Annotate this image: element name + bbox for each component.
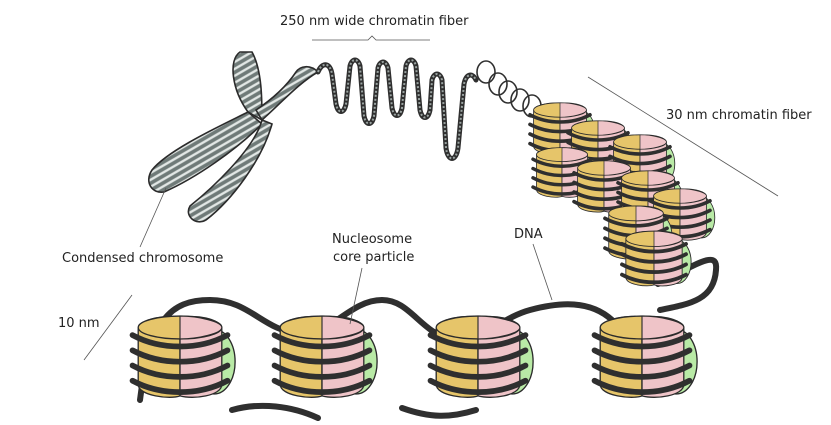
fiber-loop <box>510 88 530 112</box>
nucleosome <box>620 230 692 287</box>
histone-top-face-pink <box>641 315 685 340</box>
dna-wrap <box>427 377 529 395</box>
dna-wrap <box>566 130 630 142</box>
dna-wrap <box>603 216 669 228</box>
dna-wrap <box>531 157 593 168</box>
dna-wrap <box>528 112 592 124</box>
dna-wrap <box>648 198 712 210</box>
fiber-250nm-coil <box>315 57 479 161</box>
fiber-loop <box>476 60 496 84</box>
label-nucleosome-line1: Nucleosome <box>332 232 412 247</box>
dna-wrap <box>591 347 693 365</box>
dna-wrap <box>129 347 231 365</box>
nucleosome <box>129 315 236 398</box>
histone-top-face-pink <box>639 134 667 150</box>
histone-top-face-pink <box>603 160 631 176</box>
histone-top-face-pink <box>179 315 223 340</box>
histone-top-face-pink <box>679 188 707 204</box>
dna-wrap <box>129 332 231 350</box>
condensed-chromosome <box>148 51 320 223</box>
label-nucleosome-line2: core particle <box>333 250 414 265</box>
label-30nm-fiber: 30 nm chromatin fiber <box>666 108 812 123</box>
dna-wrap <box>620 262 688 274</box>
fiber-loops <box>476 60 542 118</box>
dna-wrap <box>271 332 373 350</box>
fiber-250nm-coil-inner <box>317 59 477 160</box>
dna-wrap <box>620 272 688 285</box>
dna-wrap <box>271 362 373 380</box>
histone-top-face-pink <box>561 147 588 162</box>
nucleosome <box>591 315 698 398</box>
dna-wrap <box>427 362 529 380</box>
dna-strand <box>137 296 615 403</box>
dna-wrap <box>608 144 672 156</box>
leader-nucleosome <box>349 267 363 325</box>
nucleosome-group <box>129 102 716 398</box>
dna-wrap <box>616 180 680 192</box>
dna-wrap <box>271 347 373 365</box>
histone-top-face-pink <box>559 102 587 118</box>
dna-wrap <box>129 377 231 395</box>
leader-dna <box>532 243 553 301</box>
dna-wrap <box>591 332 693 350</box>
label-10nm: 10 nm <box>58 316 100 331</box>
label-dna: DNA <box>514 227 543 242</box>
dna-wrap <box>271 377 373 395</box>
dna-wrap <box>620 252 688 264</box>
dna-strand-bottom <box>229 402 479 421</box>
label-250nm-fiber: 250 nm wide chromatin fiber <box>280 14 469 29</box>
fiber-30nm-dimension-line <box>587 76 779 197</box>
dna-wrap <box>620 241 688 254</box>
dna-wrap <box>591 362 693 380</box>
ten-nm-dimension-line <box>83 294 133 361</box>
fiber-loop <box>498 80 518 104</box>
dna-wrap <box>427 332 529 350</box>
histone-top-face-pink <box>321 315 365 340</box>
chromosome-arm-lower-right <box>187 118 273 223</box>
histone-top-face-pink <box>477 315 521 340</box>
histone-top-face-pink <box>647 170 675 186</box>
chromosome-arm-upper-right <box>254 65 320 122</box>
label-condensed-chromosome: Condensed chromosome <box>62 251 223 266</box>
histone-top-face-pink <box>597 120 625 136</box>
histone-top-face-pink <box>635 205 664 222</box>
dna-wrap <box>427 347 529 365</box>
fiber-250nm-bracket <box>312 35 430 41</box>
dna-wrap <box>591 377 693 395</box>
nucleosome <box>648 188 716 241</box>
chromosome-arm-lower-left <box>148 111 264 193</box>
histone-top-face-pink <box>653 230 683 247</box>
dna-wrap <box>608 154 672 166</box>
nucleosome <box>271 315 378 398</box>
nucleosome <box>427 315 534 398</box>
leader-chromosome <box>139 187 167 248</box>
dna-wrap <box>129 362 231 380</box>
fiber-loop <box>488 72 508 96</box>
